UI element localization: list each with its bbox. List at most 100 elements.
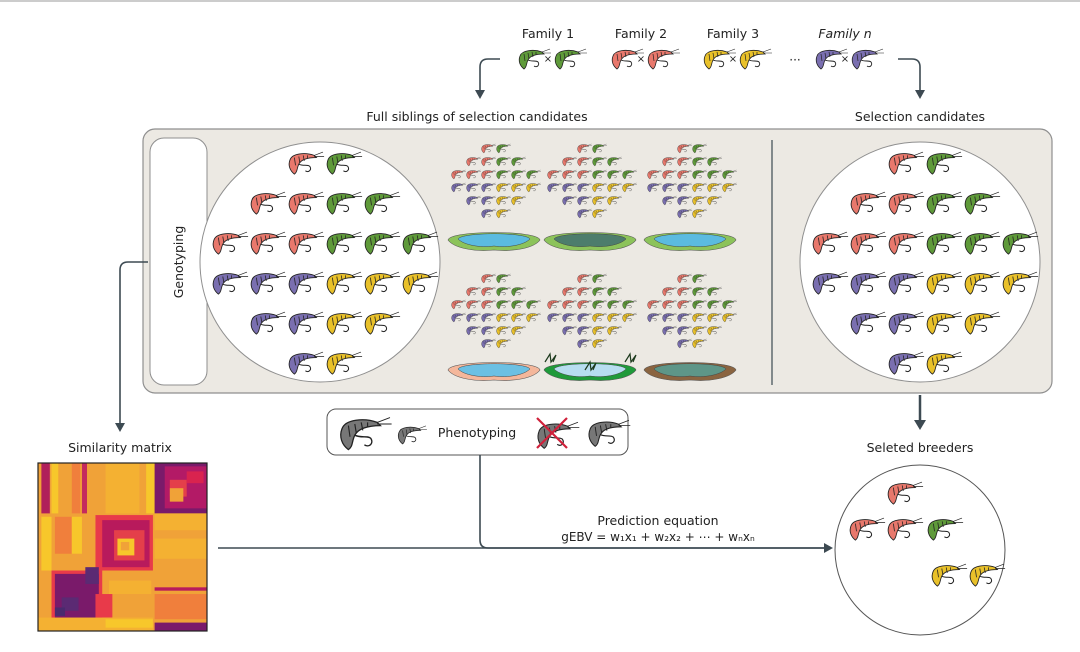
- shrimp-icon: [288, 351, 325, 375]
- arrow-to-selection-candidates: [898, 58, 921, 92]
- matrix-block: [41, 463, 50, 514]
- shrimp-icon: [481, 195, 496, 206]
- shrimp-icon: [850, 231, 887, 255]
- shrimp-icon: [647, 48, 680, 70]
- shrimp-icon: [481, 312, 496, 323]
- shrimp-icon: [577, 299, 592, 310]
- shrimp-icon: [703, 48, 736, 70]
- shrimp-icon: [496, 286, 511, 297]
- matrix-block: [169, 488, 184, 502]
- shrimp-icon: [288, 151, 325, 175]
- shrimp-icon: [722, 182, 737, 193]
- shrimp-icon: [815, 48, 848, 70]
- shrimp-icon: [692, 169, 707, 180]
- parent-shrimp-pairs: [518, 48, 884, 70]
- shrimp-icon: [496, 208, 511, 219]
- shrimp-icon: [662, 169, 677, 180]
- shrimp-icon: [562, 286, 577, 297]
- dead-shrimp-cross-icon: [536, 417, 568, 449]
- shrimp-icon: [592, 208, 607, 219]
- shrimp-icon: [964, 271, 1001, 295]
- family-1-label: Family 1: [522, 26, 574, 41]
- matrix-block: [154, 513, 207, 531]
- arrow-to-similarity-matrix: [119, 261, 148, 425]
- family-2-label: Family 2: [615, 26, 667, 41]
- shrimp-icon: [496, 169, 511, 180]
- shrimp-icon: [692, 182, 707, 193]
- phenotyping-label: Phenotyping: [438, 425, 516, 440]
- shrimp-icon: [607, 299, 622, 310]
- candidates-circle: [799, 141, 1041, 383]
- shrimp-icon: [466, 299, 481, 310]
- shrimp-icon: [526, 169, 541, 180]
- shrimp-icon: [707, 286, 722, 297]
- shrimp-icon: [466, 182, 481, 193]
- cross-symbol: ×: [729, 54, 737, 65]
- shrimp-icon: [926, 191, 963, 215]
- shrimp-icon: [562, 312, 577, 323]
- shrimp-icon: [887, 481, 924, 505]
- cross-symbol: ×: [637, 54, 645, 65]
- shrimp-icon: [466, 312, 481, 323]
- shrimp-icon: [607, 286, 622, 297]
- shrimp-icon: [511, 156, 526, 167]
- shrimp-icon: [926, 351, 963, 375]
- shrimp-icon: [451, 182, 466, 193]
- pond-dark-green: [543, 232, 637, 251]
- shrimp-icon: [888, 191, 925, 215]
- shrimp-icon: [526, 182, 541, 193]
- shrimp-icon: [592, 325, 607, 336]
- shrimp-icon: [592, 156, 607, 167]
- shrimp-icon: [511, 299, 526, 310]
- reed-icon: [544, 352, 557, 364]
- shrimp-icon: [592, 182, 607, 193]
- matrix-block: [105, 463, 140, 514]
- shrimp-icon: [577, 286, 592, 297]
- matrix-block: [71, 463, 81, 514]
- shrimp-icon: [707, 312, 722, 323]
- arrow-to-full-siblings: [479, 58, 500, 92]
- shrimp-icon: [326, 311, 363, 335]
- shrimp-icon: [496, 338, 511, 349]
- shrimp-icon: [364, 191, 401, 215]
- shrimp-icon: [607, 312, 622, 323]
- family-3-label: Family 3: [707, 26, 759, 41]
- shrimp-icon: [466, 156, 481, 167]
- shrimp-icon: [451, 312, 466, 323]
- family-n-label: Family n: [818, 26, 871, 41]
- shrimp-icon: [926, 151, 963, 175]
- shrimp-icon: [927, 517, 964, 541]
- shrimp-icon: [212, 271, 249, 295]
- shrimp-icon: [481, 182, 496, 193]
- shrimp-icon: [526, 312, 541, 323]
- shrimp-icon: [288, 231, 325, 255]
- shrimp-icon: [677, 169, 692, 180]
- shrimp-icon: [481, 338, 496, 349]
- shrimp-icon: [562, 325, 577, 336]
- shrimp-icon: [481, 286, 496, 297]
- matrix-block: [61, 597, 79, 611]
- cross-symbol: ×: [841, 54, 849, 65]
- family-row: Family 1 Family 2 Family 3 Family n × × …: [518, 26, 884, 70]
- shrimp-icon: [850, 311, 887, 335]
- shrimp-icon: [662, 156, 677, 167]
- shrimp-icon: [849, 517, 886, 541]
- shrimp-icon: [250, 191, 287, 215]
- shrimp-icon: [850, 191, 887, 215]
- matrix-block: [154, 594, 207, 620]
- breeders-circle: [834, 464, 1006, 636]
- shrimp-icon: [496, 195, 511, 206]
- shrimp-icon: [692, 208, 707, 219]
- matrix-block: [54, 607, 66, 616]
- shrimp-icon: [511, 325, 526, 336]
- selected-breeders-label: Seleted breeders: [867, 440, 974, 455]
- shrimp-icon: [326, 231, 363, 255]
- shrimp-icon: [607, 195, 622, 206]
- shrimp-icon: [481, 273, 496, 284]
- shrimp-icon: [647, 312, 662, 323]
- shrimp-icon: [662, 195, 677, 206]
- matrix-block: [54, 516, 72, 554]
- matrix-block: [154, 587, 207, 591]
- shrimp-icon: [592, 169, 607, 180]
- prediction-title: Prediction equation: [597, 513, 718, 528]
